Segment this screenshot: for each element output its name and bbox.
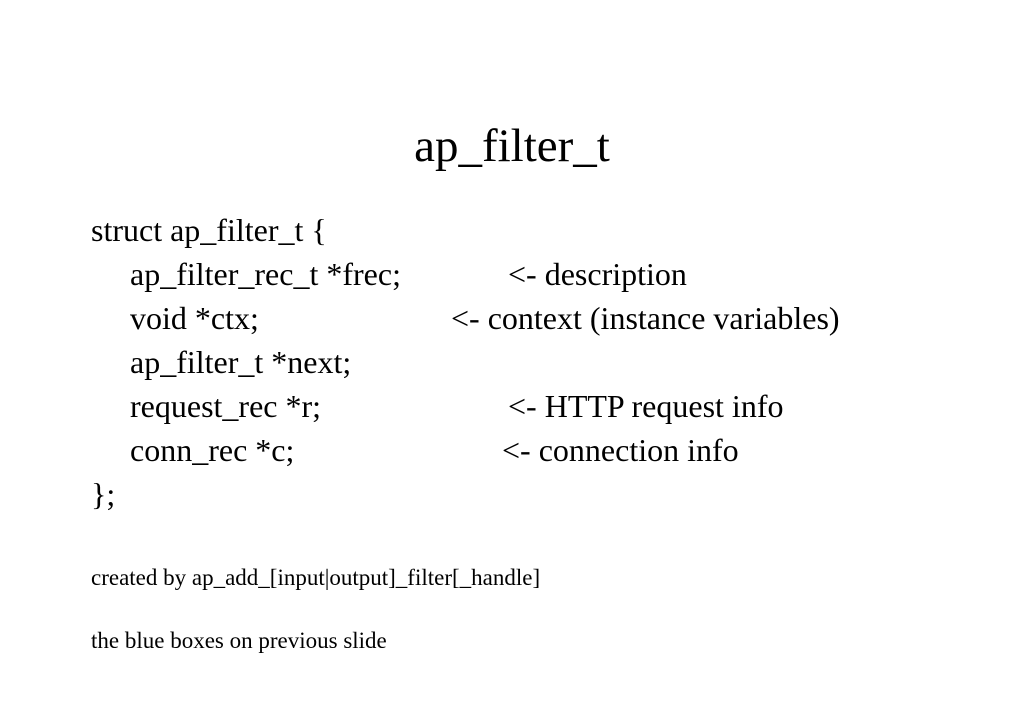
- field-decl-ctx: void *ctx;: [130, 300, 259, 336]
- field-comment-r: <- HTTP request info: [508, 388, 784, 424]
- struct-close-line: };: [91, 476, 116, 512]
- field-comment-frec: <- description: [508, 256, 687, 292]
- field-decl-frec: ap_filter_rec_t *frec;: [130, 256, 401, 292]
- field-comment-ctx: <- context (instance variables): [451, 300, 840, 336]
- field-decl-c: conn_rec *c;: [130, 432, 295, 468]
- struct-open-line: struct ap_filter_t {: [91, 212, 327, 248]
- note-blue-boxes: the blue boxes on previous slide: [91, 628, 387, 653]
- field-comment-c: <- connection info: [502, 432, 739, 468]
- slide-title: ap_filter_t: [414, 120, 610, 172]
- note-created-by: created by ap_add_[input|output]_filter[…: [91, 565, 541, 590]
- field-decl-r: request_rec *r;: [130, 388, 322, 424]
- field-decl-next: ap_filter_t *next;: [130, 344, 352, 380]
